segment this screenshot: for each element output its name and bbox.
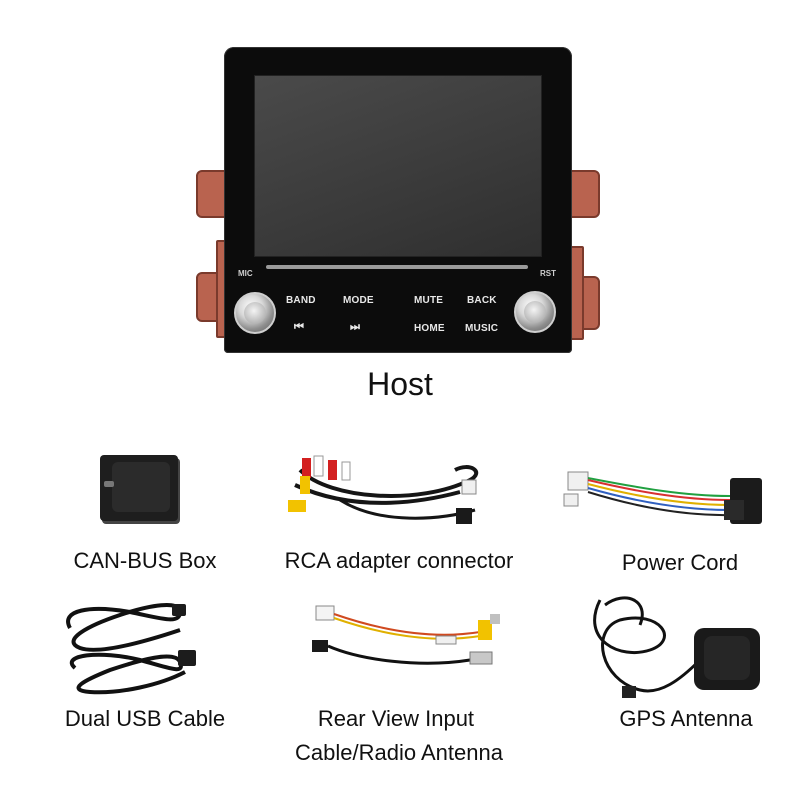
right-tune-knob[interactable] bbox=[514, 291, 556, 333]
panel-light-strip bbox=[266, 265, 528, 269]
canbus-box-caption: CAN-BUS Box bbox=[73, 548, 217, 573]
power-cord-caption: Power Cord bbox=[621, 550, 739, 575]
next-track-icon[interactable]: ⏭ bbox=[350, 321, 361, 333]
music-button[interactable]: MUSIC bbox=[465, 323, 499, 334]
home-button[interactable]: HOME bbox=[414, 323, 445, 334]
rca-adapter-caption: RCA adapter connector bbox=[284, 548, 514, 573]
band-button[interactable]: BAND bbox=[286, 295, 316, 306]
back-button[interactable]: BACK bbox=[467, 295, 497, 306]
host-caption: Host bbox=[367, 366, 433, 402]
rst-label: RST bbox=[540, 269, 556, 278]
mute-button[interactable]: MUTE bbox=[414, 295, 444, 306]
head-unit-body: MIC RST BAND MODE MUTE BACK ⏮ ⏭ HOME MUS… bbox=[224, 47, 572, 353]
mic-label: MIC bbox=[238, 269, 253, 278]
rear-view-input-caption: Rear View Input bbox=[317, 706, 475, 731]
prev-track-icon[interactable]: ⏮ bbox=[294, 321, 305, 333]
left-volume-knob[interactable] bbox=[234, 292, 276, 334]
radio-antenna-caption: Cable/Radio Antenna bbox=[295, 740, 503, 765]
mode-button[interactable]: MODE bbox=[343, 295, 374, 306]
display-screen bbox=[254, 75, 542, 257]
gps-antenna-caption: GPS Antenna bbox=[619, 706, 753, 731]
dual-usb-cable-caption: Dual USB Cable bbox=[64, 706, 226, 731]
